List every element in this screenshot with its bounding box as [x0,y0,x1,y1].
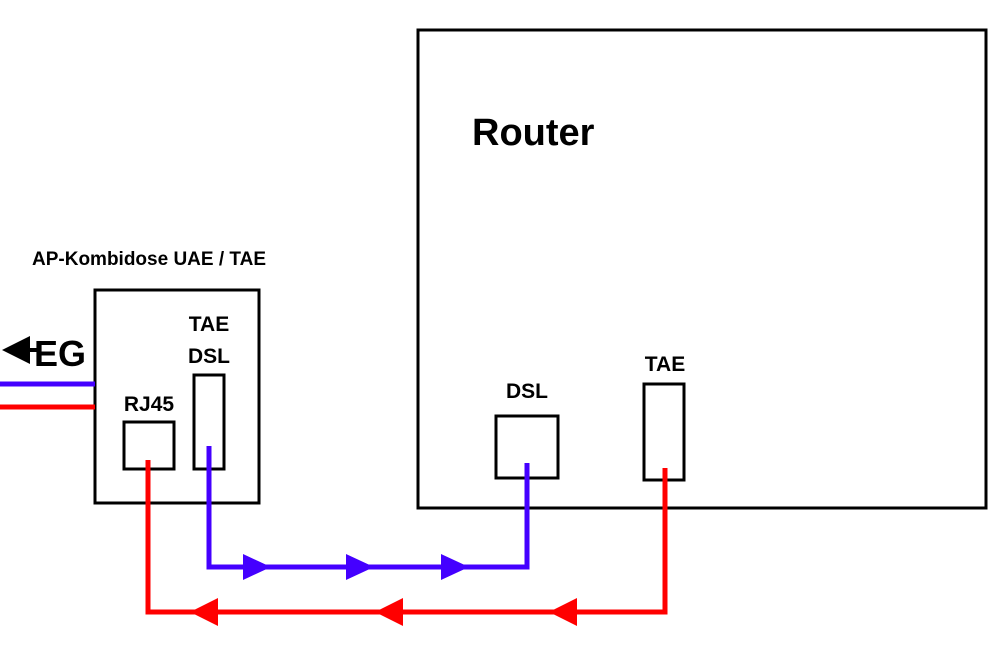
dsl-arrow-icon-1 [243,554,271,580]
tae-arrow-icon-1 [549,598,577,626]
eg-label: EG [34,333,86,374]
tae-arrow-icon-2 [375,598,403,626]
kombidose-label: AP-Kombidose UAE / TAE [32,249,266,270]
router-title: Router [472,112,595,154]
socket-tae-label: TAE [189,313,229,336]
socket-rj45-label: RJ45 [124,393,175,416]
router-box [416,28,988,510]
dsl-arrow-icon-3 [441,554,469,580]
eg-arrow-icon [2,336,30,364]
tae-arrow-icon-3 [190,598,218,626]
kombidose-box [93,288,261,505]
router-tae-label: TAE [645,353,685,376]
router-dsl-label: DSL [506,380,548,403]
tae-cable [145,460,668,615]
router-tae-port [642,382,686,482]
socket-dsl-label: DSL [188,345,230,368]
dsl-arrow-icon-2 [346,554,374,580]
